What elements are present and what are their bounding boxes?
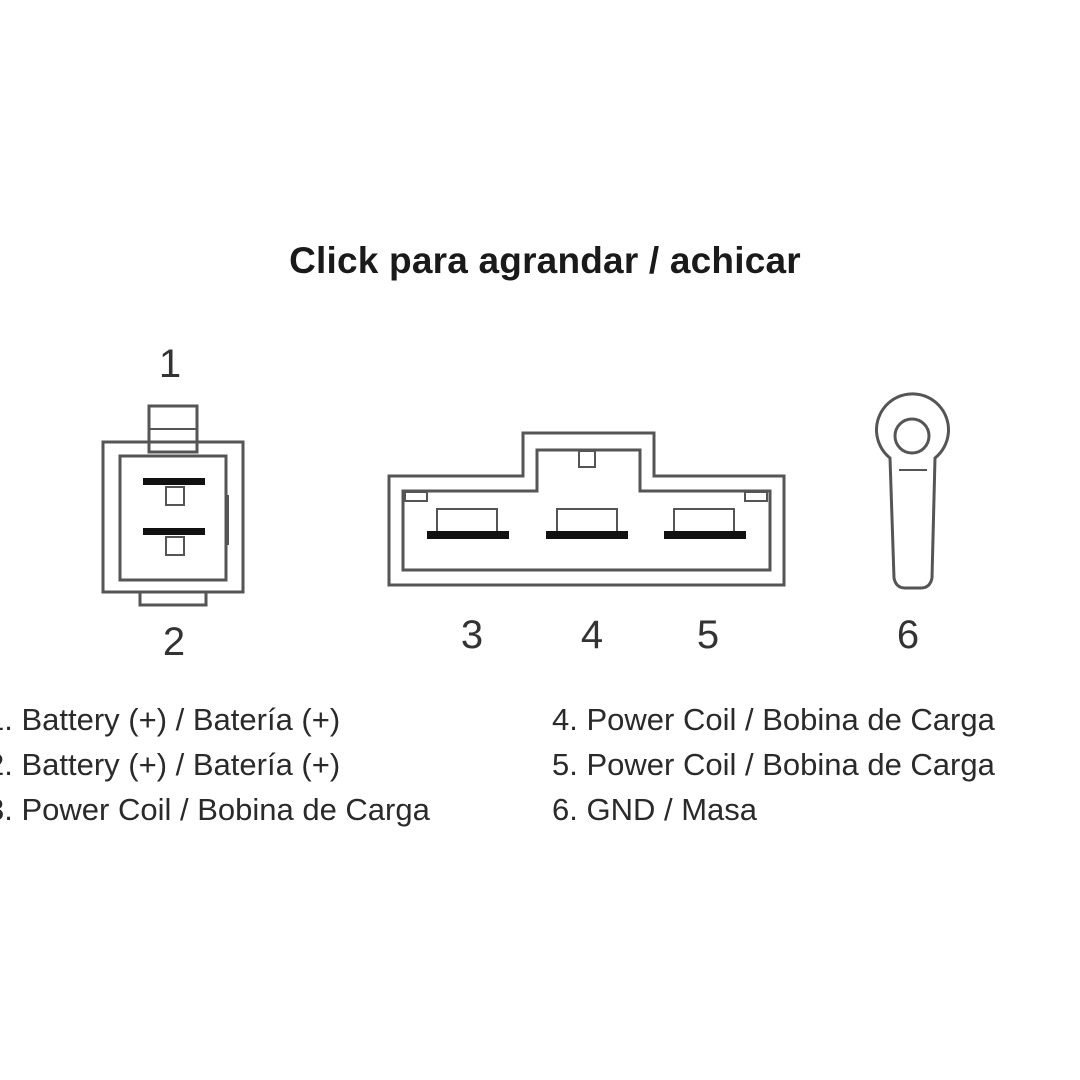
two-pin-connector: [101, 404, 245, 607]
legend-item-4: 4. Power Coil / Bobina de Carga: [552, 702, 995, 737]
legend-item-2: 2. Battery (+) / Batería (+): [0, 747, 341, 782]
legend-item-5: 5. Power Coil / Bobina de Carga: [552, 747, 995, 782]
legend-item-6: 6. GND / Masa: [552, 792, 757, 827]
three-pin-connector: [387, 431, 786, 587]
two-pin-terminals: [143, 478, 205, 535]
terminal-1: [143, 478, 205, 485]
pin-label-5: 5: [697, 613, 719, 657]
legend-item-1: 1. Battery (+) / Batería (+): [0, 702, 341, 737]
pin-label-3: 3: [461, 613, 483, 657]
pin-label-1: 1: [159, 342, 181, 386]
pin-legend-left: 1. Battery (+) / Batería (+) 2. Battery …: [0, 697, 430, 832]
diagram-title[interactable]: Click para agrandar / achicar: [289, 240, 801, 281]
pin-label-4: 4: [581, 613, 603, 657]
terminal-4: [546, 531, 628, 539]
legend-item-3: 3. Power Coil / Bobina de Carga: [0, 792, 430, 827]
ring-terminal: [875, 392, 950, 590]
pin-legend-right: 4. Power Coil / Bobina de Carga 5. Power…: [552, 697, 995, 832]
three-pin-terminals: [427, 531, 746, 539]
pin-label-6: 6: [897, 613, 919, 657]
terminal-2: [143, 528, 205, 535]
terminal-3: [427, 531, 509, 539]
pin-label-2: 2: [163, 620, 185, 664]
terminal-5: [664, 531, 746, 539]
